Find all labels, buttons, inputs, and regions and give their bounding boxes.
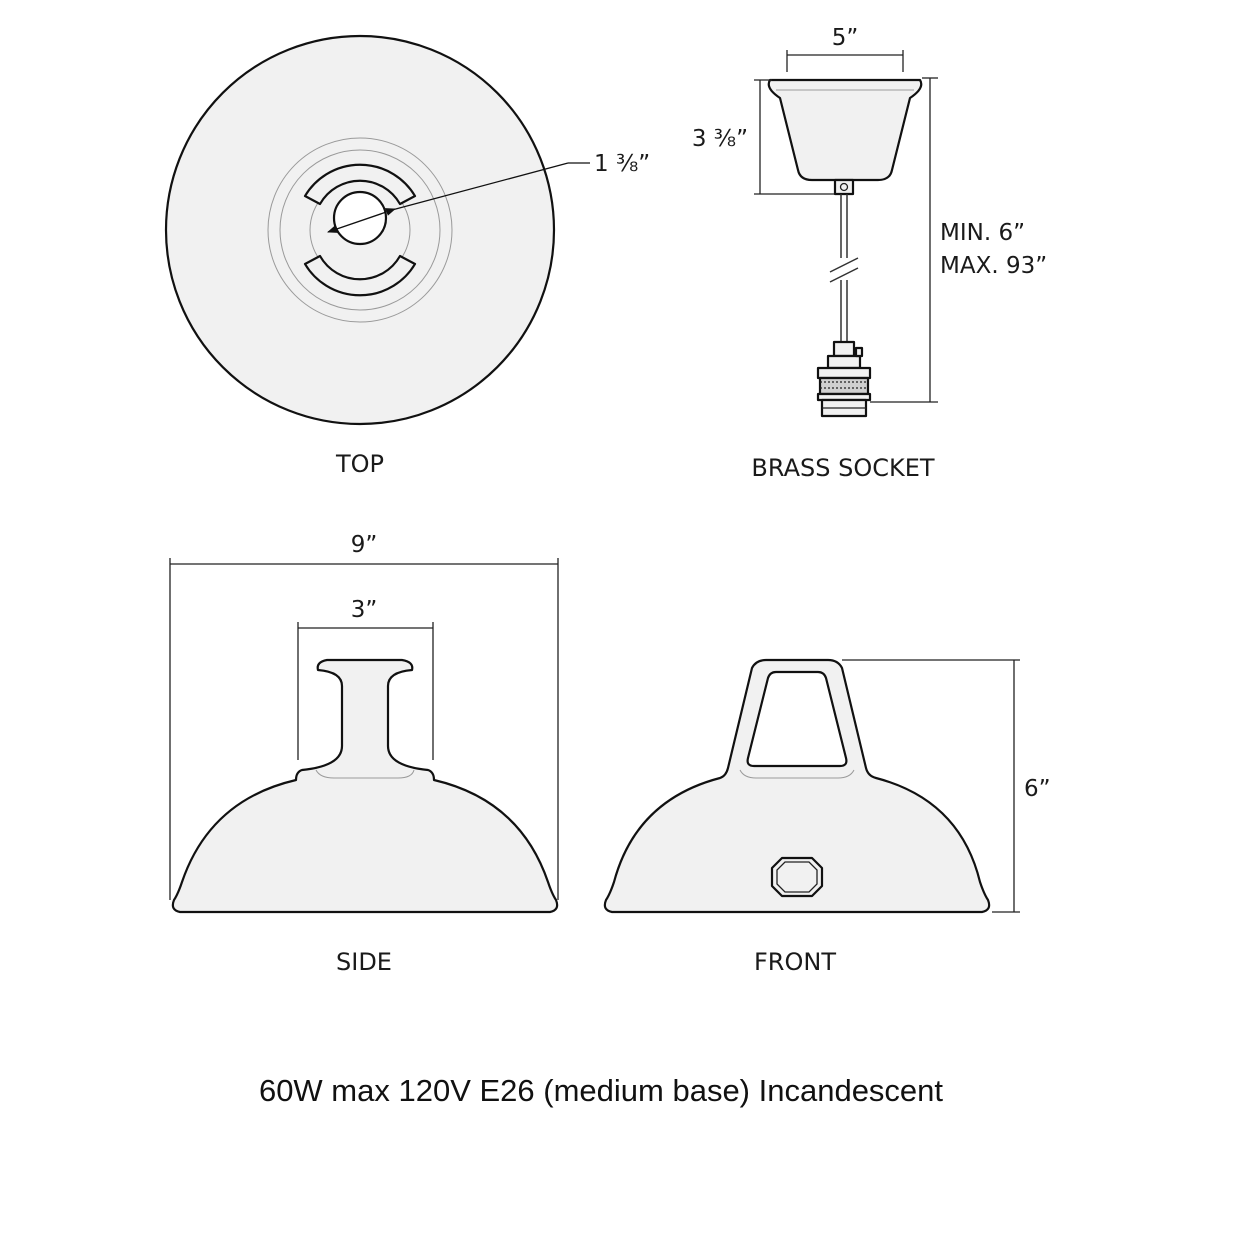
front-badge-octagon bbox=[770, 856, 824, 898]
side-width-dim-label: 9” bbox=[351, 532, 378, 558]
front-view: 6” FRONT bbox=[603, 658, 1051, 976]
cord-max-length-label: MAX. 93” bbox=[940, 253, 1047, 279]
center-hole bbox=[332, 190, 388, 246]
front-handle-opening bbox=[746, 670, 848, 768]
side-neck-dim-label: 3” bbox=[351, 597, 378, 623]
shade-ring-mid bbox=[279, 149, 441, 311]
socket-body bbox=[816, 340, 872, 418]
front-height-dim-label: 6” bbox=[1024, 776, 1051, 802]
hole-dim-label: 1 ⅜” bbox=[594, 151, 650, 177]
top-view-label: TOP bbox=[335, 450, 384, 478]
side-view: 9” 3” SIDE bbox=[169, 532, 559, 976]
socket-view: 5” 3 ⅜” bbox=[692, 25, 1047, 482]
cord-grip bbox=[833, 178, 855, 196]
socket-view-label: BRASS SOCKET bbox=[751, 454, 934, 482]
front-view-label: FRONT bbox=[754, 948, 836, 976]
bulb-spec-text: 60W max 120V E26 (medium base) Incandesc… bbox=[259, 1073, 943, 1108]
gallery-slot-bottom bbox=[303, 254, 417, 297]
hole-dim-arrow bbox=[327, 208, 396, 233]
front-shade-profile bbox=[603, 658, 991, 914]
top-view: 1 ⅜” TOP bbox=[164, 34, 650, 478]
cord-min-length-label: MIN. 6” bbox=[940, 220, 1025, 246]
front-shade-collar-line bbox=[739, 769, 855, 779]
side-shade-collar-line bbox=[315, 769, 415, 779]
shade-ring-outer bbox=[267, 137, 453, 323]
ceiling-canopy bbox=[767, 78, 923, 182]
socket-width-dim-label: 5” bbox=[832, 25, 859, 51]
canopy-height-dim-label: 3 ⅜” bbox=[692, 126, 748, 152]
side-shade-profile bbox=[171, 658, 559, 914]
cord-break-mark-1 bbox=[829, 257, 859, 273]
gallery-slot-top bbox=[303, 163, 417, 206]
hole-leader-line bbox=[391, 162, 569, 211]
cord-break-mark-2 bbox=[829, 267, 859, 283]
side-view-label: SIDE bbox=[336, 948, 392, 976]
